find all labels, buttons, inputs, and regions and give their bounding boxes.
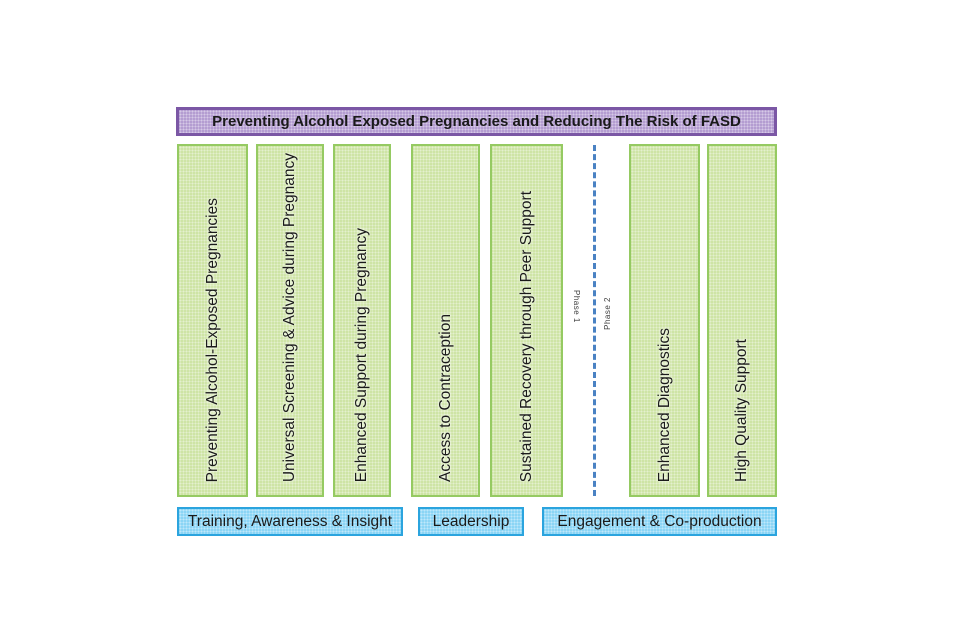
- pillar-preventing-alcohol-exposed-pregnancies: Preventing Alcohol-Exposed Pregnancies: [177, 144, 248, 497]
- pillar-sustained-recovery-peer-support: Sustained Recovery through Peer Support: [490, 144, 563, 497]
- diagram-title-bar: Preventing Alcohol Exposed Pregnancies a…: [176, 107, 777, 136]
- pillar-label: Universal Screening & Advice during Preg…: [281, 152, 298, 482]
- pillar-enhanced-diagnostics: Enhanced Diagnostics: [629, 144, 700, 497]
- pillar-label: Preventing Alcohol-Exposed Pregnancies: [203, 197, 221, 482]
- pillar-label: Enhanced Diagnostics: [655, 327, 673, 482]
- pillar-label: Access to Contraception: [436, 313, 454, 482]
- phase-divider-line: [593, 145, 596, 496]
- footer-bar-label: Leadership: [432, 512, 510, 530]
- pillar-enhanced-support-during-pregnancy: Enhanced Support during Pregnancy: [333, 144, 391, 497]
- pillar-label: High Quality Support: [733, 338, 750, 482]
- footer-bar-label: Engagement & Co-production: [557, 512, 762, 530]
- pillar-label: Enhanced Support during Pregnancy: [353, 227, 370, 482]
- pillar-label: Sustained Recovery through Peer Support: [517, 190, 535, 482]
- pillar-access-to-contraception: Access to Contraception: [411, 144, 480, 497]
- footer-bar-leadership: Leadership: [418, 507, 524, 536]
- footer-bar-label: Training, Awareness & Insight: [187, 512, 393, 530]
- pillar-universal-screening-advice: Universal Screening & Advice during Preg…: [256, 144, 324, 497]
- phase-2-label: Phase 2: [603, 297, 612, 330]
- footer-bar-training-awareness-insight: Training, Awareness & Insight: [177, 507, 403, 536]
- pillar-high-quality-support: High Quality Support: [707, 144, 777, 497]
- phase-1-label: Phase 1: [572, 290, 581, 323]
- diagram-title: Preventing Alcohol Exposed Pregnancies a…: [212, 113, 741, 130]
- footer-bar-engagement-coproduction: Engagement & Co-production: [542, 507, 777, 536]
